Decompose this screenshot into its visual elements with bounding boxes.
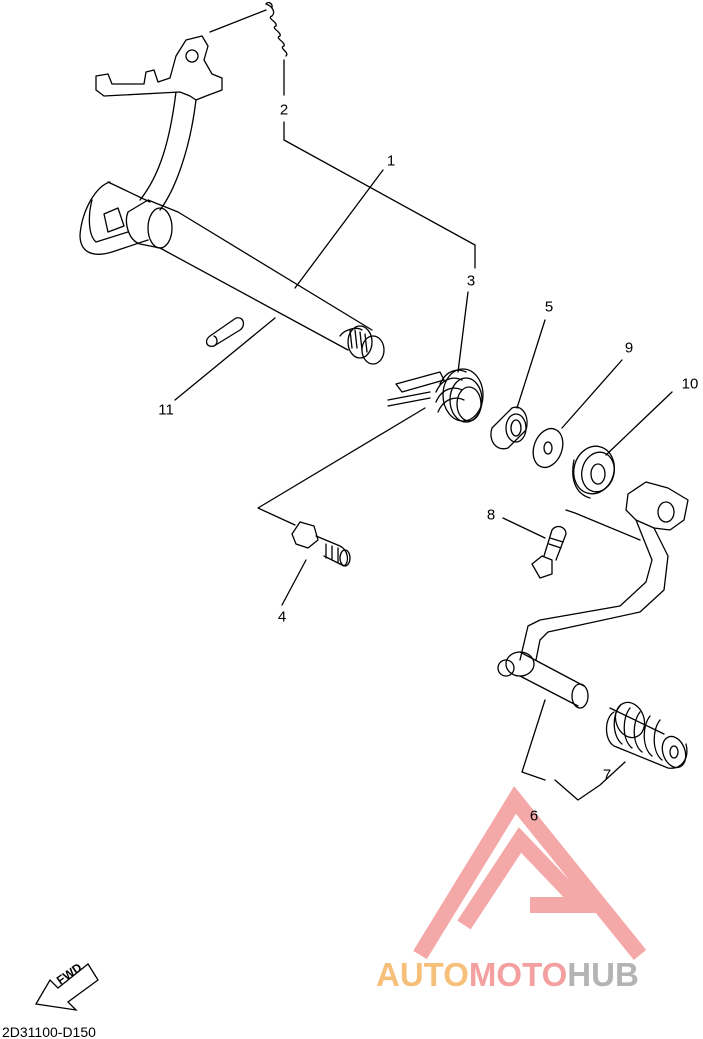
callout-1: 1 xyxy=(386,152,396,170)
watermark-moto: MOTO xyxy=(468,956,568,993)
watermark-logo xyxy=(413,786,647,961)
bushing xyxy=(490,406,528,450)
oil-seal xyxy=(572,445,615,499)
spring-top xyxy=(265,1,288,57)
diagram-code: 2D31100-D150 xyxy=(2,1024,96,1039)
return-spring xyxy=(387,368,484,423)
shift-shaft xyxy=(125,199,385,365)
callout-6: 6 xyxy=(529,807,539,825)
callout-3: 3 xyxy=(466,272,476,290)
fwd-arrow xyxy=(34,963,99,1011)
shift-arm xyxy=(79,35,223,255)
pedal-rubber xyxy=(605,701,688,769)
leader-lines xyxy=(174,9,673,801)
callout-5: 5 xyxy=(544,298,554,316)
washer xyxy=(532,427,564,469)
pin xyxy=(205,317,245,347)
callout-4: 4 xyxy=(277,608,287,626)
callout-7: 7 xyxy=(602,766,612,784)
watermark-auto: AUTO xyxy=(376,956,469,993)
bolt-4 xyxy=(291,521,351,567)
callout-8: 8 xyxy=(486,506,496,524)
watermark-hub: HUB xyxy=(567,956,639,993)
bolt-8 xyxy=(531,525,567,579)
callout-9: 9 xyxy=(624,339,634,357)
callout-2: 2 xyxy=(279,101,289,119)
watermark-text: AUTOMOTOHUB xyxy=(376,956,639,994)
callout-11: 11 xyxy=(158,401,174,419)
shift-pedal xyxy=(497,481,689,709)
callout-10: 10 xyxy=(681,375,699,393)
